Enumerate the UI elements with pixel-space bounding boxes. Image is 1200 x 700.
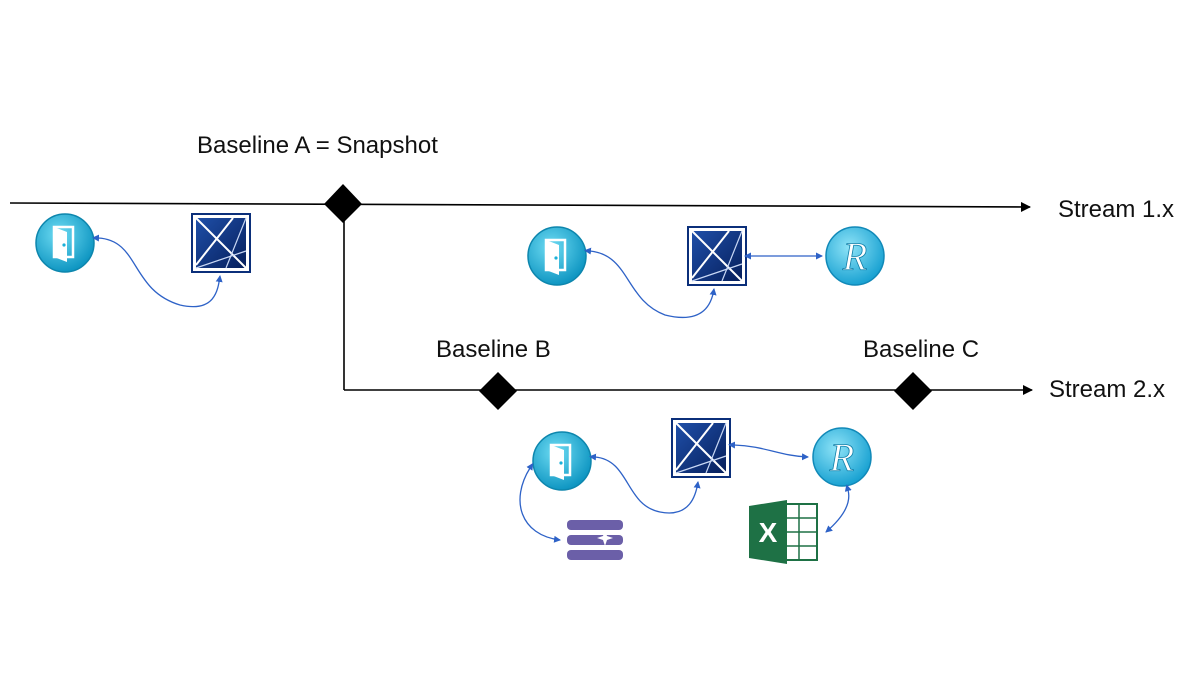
modeler-icon bbox=[191, 213, 251, 273]
r-language-icon: R bbox=[825, 226, 885, 286]
baseline-a-label: Baseline A = Snapshot bbox=[197, 132, 438, 159]
stream-1-label: Stream 1.x bbox=[1058, 196, 1175, 223]
r-letter: R bbox=[842, 234, 867, 279]
baseline-b-diamond bbox=[479, 372, 517, 410]
baseline-a-diamond bbox=[324, 184, 362, 223]
baseline-c-label: Baseline C bbox=[863, 336, 980, 363]
connector-door-database bbox=[519, 462, 561, 543]
stream-1-line bbox=[9, 201, 1031, 212]
modeler-icon bbox=[671, 418, 731, 478]
connector-door-modeler-3 bbox=[589, 453, 701, 514]
modeler-icon bbox=[687, 226, 747, 286]
excel-letter: X bbox=[759, 517, 778, 548]
baseline-c-diamond bbox=[894, 372, 932, 410]
baseline-b-label: Baseline B bbox=[436, 336, 551, 363]
database-icon bbox=[567, 520, 623, 560]
r-language-icon: R bbox=[812, 427, 872, 487]
door-icon bbox=[531, 430, 593, 492]
door-icon bbox=[526, 225, 588, 287]
door-icon bbox=[34, 212, 96, 274]
connector-modeler-r-2 bbox=[728, 441, 809, 461]
excel-icon: X bbox=[749, 500, 818, 564]
stream-2-label: Stream 2.x bbox=[1049, 376, 1166, 403]
connector-door-modeler-1 bbox=[92, 234, 223, 308]
connector-r-excel bbox=[825, 484, 852, 533]
connector-door-modeler-2 bbox=[584, 247, 717, 318]
r-letter: R bbox=[829, 435, 854, 480]
